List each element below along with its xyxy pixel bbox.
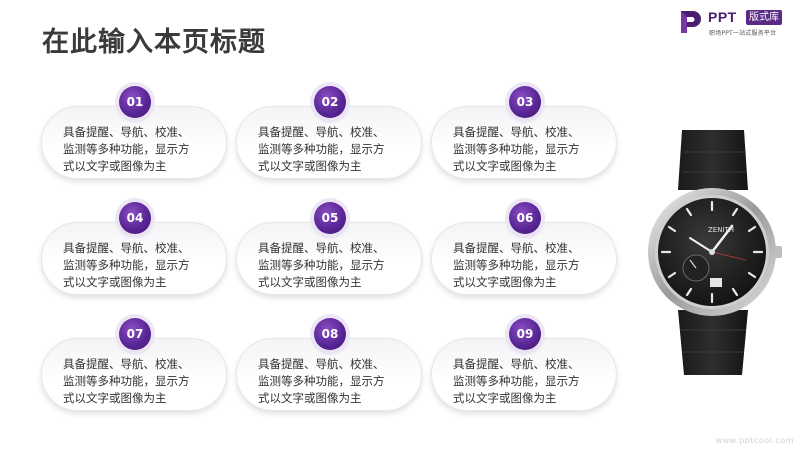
card-description-line: 监测等多种功能，显示方 [258,142,385,156]
card-background [431,106,617,179]
card-description-line: 具备提醒、导航、校准、 [453,241,580,255]
logo-badge: 版式库 [746,10,782,25]
card-description-line: 具备提醒、导航、校准、 [63,357,190,371]
feature-card: 具备提醒、导航、校准、监测等多种功能，显示方式以文字或图像为主 01 [41,86,227,179]
watch-dial-brand: ZENITH [708,226,734,234]
card-description: 具备提醒、导航、校准、监测等多种功能，显示方式以文字或图像为主 [453,124,603,175]
card-description-line: 式以文字或图像为主 [63,159,167,173]
card-number-badge: 04 [119,202,151,234]
card-description: 具备提醒、导航、校准、监测等多种功能，显示方式以文字或图像为主 [453,240,603,291]
feature-card: 具备提醒、导航、校准、监测等多种功能，显示方式以文字或图像为主 02 [236,86,422,179]
card-description-line: 监测等多种功能，显示方 [63,374,190,388]
card-description-line: 具备提醒、导航、校准、 [63,241,190,255]
feature-card: 具备提醒、导航、校准、监测等多种功能，显示方式以文字或图像为主 03 [431,86,617,179]
wristwatch-icon: ZENITH [648,130,782,375]
page-title: 在此输入本页标题 [42,27,266,58]
card-description-line: 监测等多种功能，显示方 [258,258,385,272]
card-description: 具备提醒、导航、校准、监测等多种功能，显示方式以文字或图像为主 [258,124,408,175]
feature-card: 具备提醒、导航、校准、监测等多种功能，显示方式以文字或图像为主 07 [41,318,227,411]
card-background [431,222,617,295]
card-number-badge: 07 [119,318,151,350]
card-description-line: 监测等多种功能，显示方 [453,258,580,272]
feature-card: 具备提醒、导航、校准、监测等多种功能，显示方式以文字或图像为主 09 [431,318,617,411]
logo-tagline: 职场PPT一站式服务平台 [709,30,777,37]
card-description: 具备提醒、导航、校准、监测等多种功能，显示方式以文字或图像为主 [258,240,408,291]
card-description-line: 式以文字或图像为主 [258,391,362,405]
card-description-line: 具备提醒、导航、校准、 [258,357,385,371]
ppt-logo-icon [681,11,701,33]
card-description-line: 监测等多种功能，显示方 [453,142,580,156]
logo-brand-text: PPT [708,9,737,25]
card-number-badge: 08 [314,318,346,350]
footer-url: www.pptcool.com [715,436,794,445]
card-background [236,222,422,295]
card-description-line: 监测等多种功能，显示方 [63,258,190,272]
card-description-line: 式以文字或图像为主 [63,275,167,289]
card-description-line: 具备提醒、导航、校准、 [63,125,190,139]
card-background [431,338,617,411]
card-background [41,338,227,411]
card-description-line: 具备提醒、导航、校准、 [453,357,580,371]
feature-card: 具备提醒、导航、校准、监测等多种功能，显示方式以文字或图像为主 05 [236,202,422,295]
card-description: 具备提醒、导航、校准、监测等多种功能，显示方式以文字或图像为主 [258,356,408,407]
card-number-badge: 03 [509,86,541,118]
card-number-badge: 09 [509,318,541,350]
card-description-line: 式以文字或图像为主 [453,159,557,173]
card-number-badge: 06 [509,202,541,234]
card-description-line: 具备提醒、导航、校准、 [258,125,385,139]
card-description-line: 具备提醒、导航、校准、 [453,125,580,139]
card-number-badge: 01 [119,86,151,118]
card-description-line: 式以文字或图像为主 [453,275,557,289]
card-background [236,106,422,179]
card-description: 具备提醒、导航、校准、监测等多种功能，显示方式以文字或图像为主 [453,356,603,407]
feature-card: 具备提醒、导航、校准、监测等多种功能，显示方式以文字或图像为主 06 [431,202,617,295]
feature-card: 具备提醒、导航、校准、监测等多种功能，显示方式以文字或图像为主 04 [41,202,227,295]
card-description-line: 式以文字或图像为主 [258,159,362,173]
card-number-badge: 02 [314,86,346,118]
card-description-line: 式以文字或图像为主 [63,391,167,405]
card-description-line: 式以文字或图像为主 [453,391,557,405]
card-description-line: 式以文字或图像为主 [258,275,362,289]
card-description: 具备提醒、导航、校准、监测等多种功能，显示方式以文字或图像为主 [63,124,213,175]
card-description-line: 监测等多种功能，显示方 [63,142,190,156]
card-description: 具备提醒、导航、校准、监测等多种功能，显示方式以文字或图像为主 [63,240,213,291]
brand-logo[interactable]: PPT 版式库 职场PPT一站式服务平台 [678,9,796,39]
card-background [236,338,422,411]
card-description-line: 监测等多种功能，显示方 [453,374,580,388]
card-description: 具备提醒、导航、校准、监测等多种功能，显示方式以文字或图像为主 [63,356,213,407]
card-description-line: 具备提醒、导航、校准、 [258,241,385,255]
card-number-badge: 05 [314,202,346,234]
card-description-line: 监测等多种功能，显示方 [258,374,385,388]
feature-card: 具备提醒、导航、校准、监测等多种功能，显示方式以文字或图像为主 08 [236,318,422,411]
